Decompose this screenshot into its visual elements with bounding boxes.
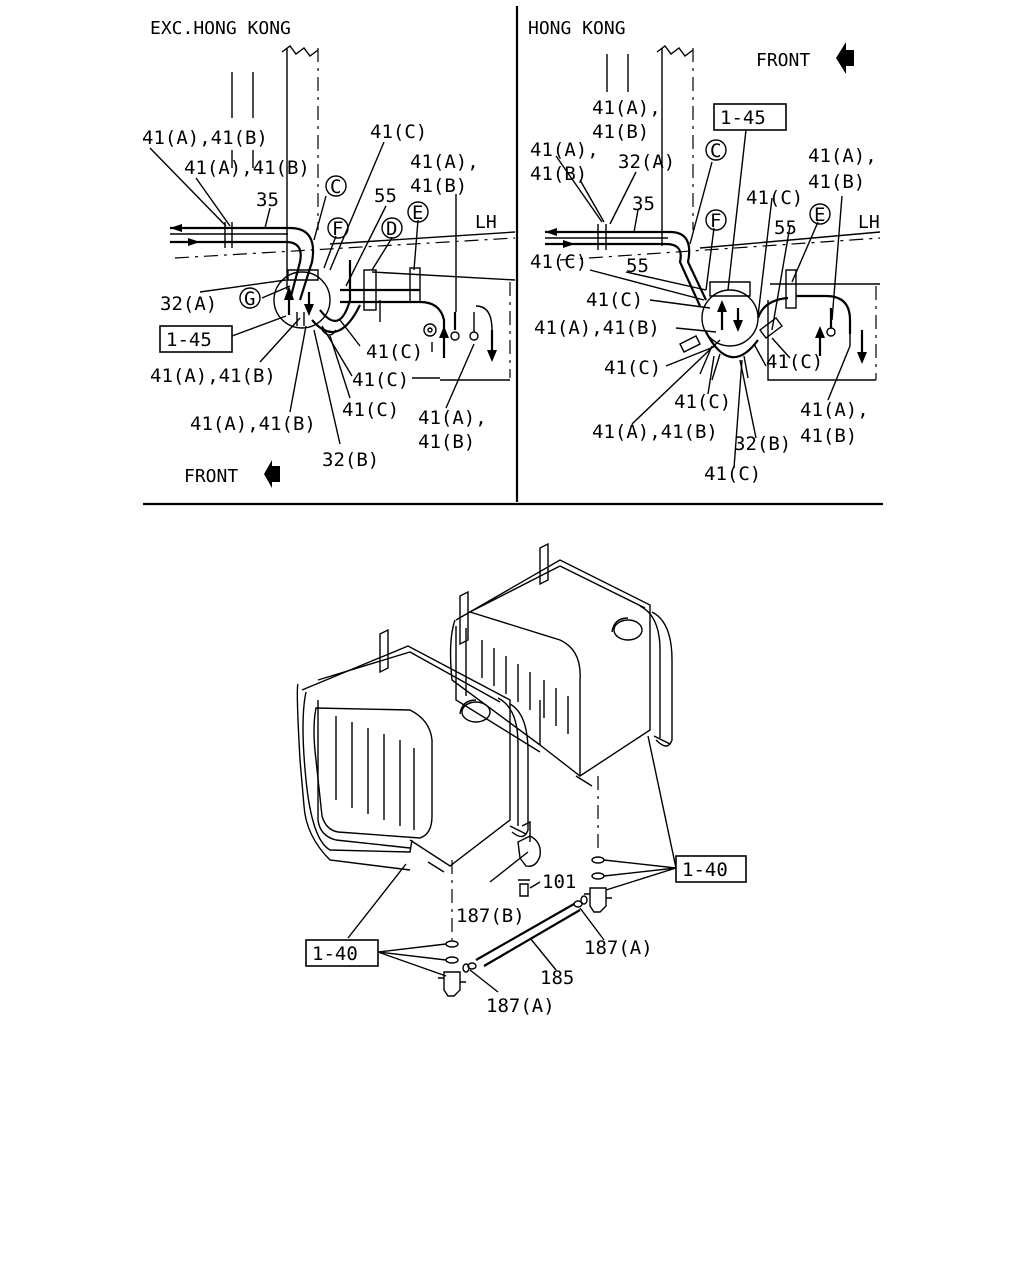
- svg-text:C: C: [330, 176, 341, 198]
- r-label-41ab-m: 41(A),41(B): [534, 317, 660, 339]
- svg-text:C: C: [710, 140, 721, 162]
- label-41ab-2: 41(A),41(B): [184, 157, 310, 179]
- left-panel: EXC.HONG KONG LH: [142, 18, 516, 488]
- right-front-label: FRONT: [756, 50, 810, 71]
- front-tank: [296, 628, 529, 873]
- r-label-41c-r2: 41(C): [766, 351, 823, 373]
- r-label-41a-br: 41(A),: [800, 399, 869, 421]
- r-label-55-r: 55: [774, 217, 797, 239]
- clamp-187b: [517, 835, 541, 867]
- r-label-41b-r: 41(B): [808, 171, 865, 193]
- r-label-55-l: 55: [626, 255, 649, 277]
- label-187b: 187(B): [456, 905, 525, 927]
- label-41c-1: 41(C): [366, 341, 423, 363]
- left-lh-label: LH: [475, 212, 497, 233]
- label-41b-r1: 41(B): [410, 175, 467, 197]
- left-front-arrow-icon: [264, 460, 280, 488]
- left-front-label: FRONT: [184, 466, 238, 487]
- r-label-41a-t: 41(A),: [592, 97, 661, 119]
- svg-text:1-45: 1-45: [720, 107, 766, 129]
- right-lh-label: LH: [858, 212, 880, 233]
- label-41c-3: 41(C): [342, 399, 399, 421]
- label-101: 101: [542, 871, 576, 893]
- right-panel: HONG KONG FRONT LH: [528, 18, 881, 485]
- label-185: 185: [540, 967, 574, 989]
- right-callout-c: C: [705, 139, 727, 162]
- svg-text:F: F: [710, 210, 721, 232]
- right-callout-e: E: [809, 203, 831, 226]
- r-label-41c-r1: 41(C): [746, 187, 803, 209]
- left-callout-e: E: [407, 201, 429, 224]
- label-35: 35: [256, 189, 279, 211]
- label-41ab-3: 41(A),41(B): [150, 365, 276, 387]
- label-41a-r1: 41(A),: [410, 151, 479, 173]
- label-41c-top: 41(C): [370, 121, 427, 143]
- svg-text:F: F: [332, 218, 343, 240]
- svg-text:D: D: [386, 218, 397, 240]
- r-label-35: 35: [632, 193, 655, 215]
- right-heading: HONG KONG: [528, 18, 626, 39]
- r-label-32b: 32(B): [734, 433, 791, 455]
- r-label-41b-l: 41(B): [530, 163, 587, 185]
- label-41c-2: 41(C): [352, 369, 409, 391]
- svg-text:1-40: 1-40: [312, 943, 358, 965]
- r-label-41b-br: 41(B): [800, 425, 857, 447]
- label-41ab-1: 41(A),41(B): [142, 127, 268, 149]
- label-55: 55: [374, 185, 397, 207]
- rear-tank: [449, 542, 673, 787]
- r-label-41c-m: 41(C): [604, 357, 661, 379]
- r-label-41c-b2: 41(C): [704, 463, 761, 485]
- ref-box-1-45-right: 1-45: [713, 103, 787, 131]
- right-front-arrow-icon: [836, 42, 854, 74]
- left-callout-f: F: [327, 217, 349, 240]
- svg-text:E: E: [814, 204, 825, 226]
- left-callout-d: D: [381, 217, 403, 240]
- svg-text:1-40: 1-40: [682, 859, 728, 881]
- fuel-tanks-illustration: [296, 542, 673, 997]
- label-187a-bottom: 187(A): [486, 995, 555, 1017]
- ref-box-1-45-left: 1-45: [159, 325, 233, 353]
- left-callout-c: C: [325, 175, 347, 198]
- r-label-32a: 32(A): [618, 151, 675, 173]
- r-label-41c-b1: 41(C): [674, 391, 731, 413]
- r-label-41c-l1: 41(C): [530, 251, 587, 273]
- ref-box-1-40-right: 1-40: [675, 855, 747, 883]
- label-41a-r2: 41(A),: [418, 407, 487, 429]
- svg-text:1-45: 1-45: [166, 329, 212, 351]
- r-label-41a-r: 41(A),: [808, 145, 877, 167]
- label-41b-r2: 41(B): [418, 431, 475, 453]
- left-heading: EXC.HONG KONG: [150, 18, 291, 39]
- label-187a-right: 187(A): [584, 937, 653, 959]
- right-callout-f: F: [705, 209, 727, 232]
- r-label-41a-l: 41(A),: [530, 139, 599, 161]
- ref-box-1-40-left: 1-40: [305, 939, 379, 967]
- label-41ab-4: 41(A),41(B): [190, 413, 316, 435]
- hose-185: [475, 903, 575, 961]
- label-32b: 32(B): [322, 449, 379, 471]
- r-label-41ab-b: 41(A),41(B): [592, 421, 718, 443]
- r-label-41b-t: 41(B): [592, 121, 649, 143]
- r-label-41c-l2: 41(C): [586, 289, 643, 311]
- svg-text:G: G: [244, 288, 255, 310]
- label-32a: 32(A): [160, 293, 217, 315]
- svg-text:E: E: [412, 202, 423, 224]
- left-callout-g: G: [239, 287, 261, 310]
